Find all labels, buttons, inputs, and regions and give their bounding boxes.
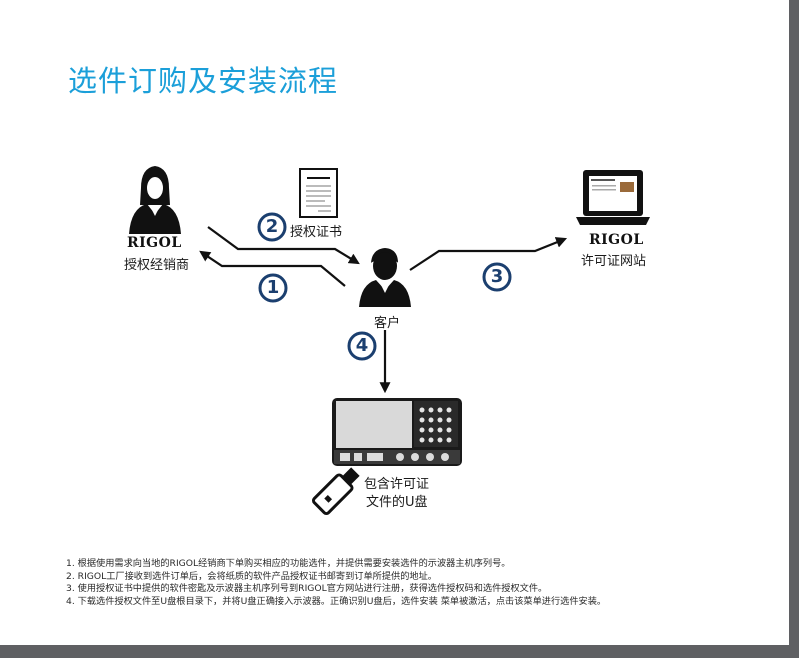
step-number-3: 3 bbox=[490, 266, 504, 287]
distributor-person-icon bbox=[129, 166, 181, 234]
customer-person-icon bbox=[359, 248, 411, 307]
usb-drive-icon bbox=[311, 467, 360, 516]
license-site-label: 许可证网站 bbox=[581, 254, 647, 269]
usb-label-line1: 包含许可证 bbox=[364, 477, 430, 492]
flow-arrows bbox=[199, 226, 568, 394]
oscilloscope-icon bbox=[332, 398, 462, 466]
step-number-2: 2 bbox=[265, 216, 279, 237]
step-circles bbox=[257, 212, 512, 361]
note-item: 1. 根据使用需求向当地的RIGOL经销商下单购买相应的功能选件，并提供需要安装… bbox=[66, 558, 511, 569]
distributor-label: 授权经销商 bbox=[124, 258, 190, 273]
viewer-background bbox=[0, 645, 799, 658]
procedure-notes: 1. 根据使用需求向当地的RIGOL经销商下单购买相应的功能选件，并提供需要安装… bbox=[66, 558, 786, 608]
note-item: 2. RIGOL工厂接收到选件订单后，会将纸质的软件产品授权证书邮寄到订单所提供… bbox=[66, 570, 437, 582]
certificate-icon bbox=[299, 168, 338, 218]
note-item: 3. 使用授权证书中提供的软件密匙及示波器主机序列号到RIGOL官方网站进行注册… bbox=[66, 583, 548, 595]
page-title: 选件订购及安装流程 bbox=[68, 64, 339, 98]
laptop-icon bbox=[576, 170, 650, 225]
viewer-background bbox=[789, 0, 799, 658]
rigol-logo-right: RIGOL bbox=[589, 232, 644, 248]
step-number-4: 4 bbox=[355, 335, 369, 356]
customer-label: 客户 bbox=[374, 316, 401, 331]
certificate-label: 授权证书 bbox=[290, 225, 343, 240]
usb-label-line2: 文件的U盘 bbox=[366, 495, 428, 510]
note-item: 4. 下载选件授权文件至U盘根目录下，并将U盘正确接入示波器。正确识别U盘后，选… bbox=[66, 595, 607, 607]
rigol-logo-left: RIGOL bbox=[127, 235, 182, 251]
step-number-1: 1 bbox=[266, 277, 280, 298]
